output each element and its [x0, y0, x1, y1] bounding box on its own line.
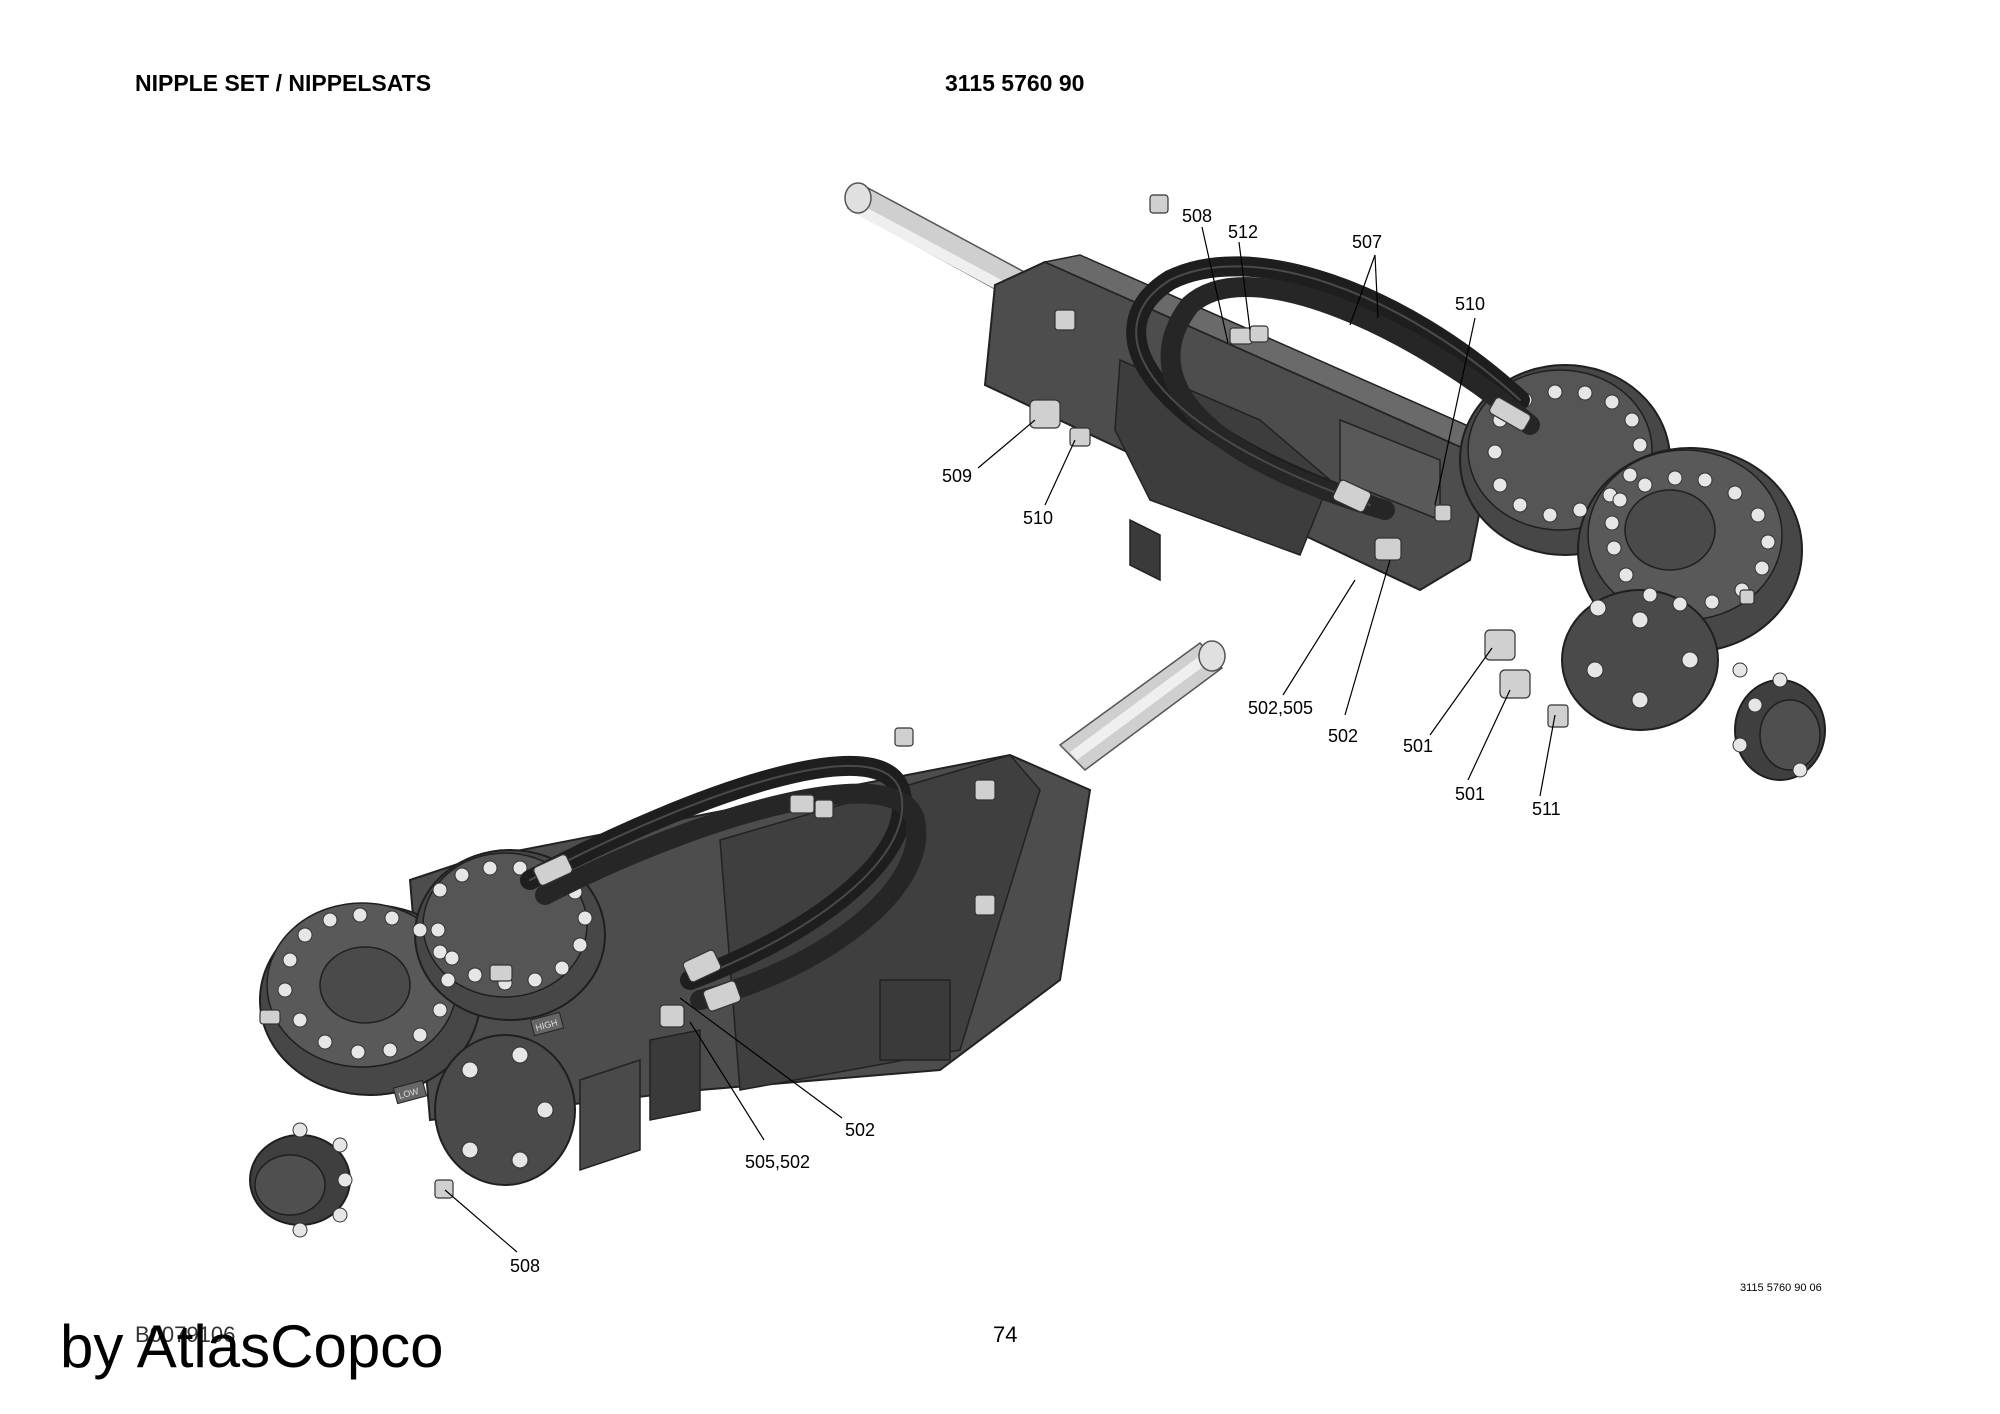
lower-hoses — [520, 755, 927, 1010]
callout-505-502: 505,502 — [745, 1152, 810, 1172]
callout-510-upper-left: 510 — [1023, 508, 1053, 528]
callout-508-lower: 508 — [510, 1256, 540, 1276]
callout-502-upper: 502 — [1328, 726, 1358, 746]
upper-piston-rod — [844, 182, 1032, 298]
lower-valve-labels: HIGH LOW — [392, 1011, 565, 1105]
upper-cylinder-body — [983, 254, 1502, 592]
callout-511: 511 — [1532, 799, 1561, 819]
page-number: 74 — [993, 1322, 1018, 1347]
image-reference: 3115 5760 90 06 — [1740, 1282, 1822, 1294]
callout-509: 509 — [942, 466, 972, 486]
page-title: NIPPLE SET / NIPPELSATS — [135, 70, 432, 96]
lower-fittings — [259, 727, 996, 1199]
callout-502-505: 502,505 — [1248, 698, 1313, 718]
watermark-text: by AtlasCopco — [60, 1313, 444, 1380]
callout-501-b: 501 — [1455, 784, 1485, 804]
lower-head-bolts — [277, 860, 593, 1238]
callout-508-upper: 508 — [1182, 206, 1212, 226]
part-number: 3115 5760 90 — [945, 70, 1085, 96]
lower-piston-rod — [1058, 640, 1226, 771]
lower-assembly: HIGH LOW — [249, 640, 1226, 1238]
document-code: B0079106 — [135, 1322, 236, 1347]
upper-assembly — [844, 182, 1826, 781]
callout-502-lower: 502 — [845, 1120, 875, 1140]
leader-lines — [444, 226, 1556, 1253]
callout-507: 507 — [1352, 232, 1382, 252]
upper-head-bolts — [1487, 384, 1808, 778]
upper-fittings — [1029, 194, 1755, 728]
callout-501-a: 501 — [1403, 736, 1433, 756]
callout-512: 512 — [1228, 222, 1258, 242]
callout-numbers: 508 512 507 510 509 510 502,505 502 501 … — [510, 206, 1561, 1276]
upper-hoses — [1126, 256, 1540, 520]
callout-510-upper-right: 510 — [1455, 294, 1485, 314]
